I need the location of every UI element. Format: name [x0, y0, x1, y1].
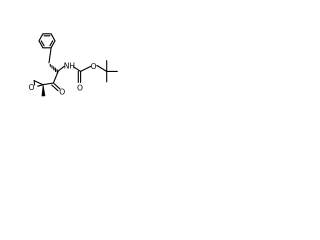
- carbamate-ester-oxygen-label: O: [91, 62, 97, 71]
- bond-ketone-c-to-epoxide-c: [42, 82, 54, 86]
- bond-nh-to-carbamate-c: [72, 66, 82, 72]
- bond-ester-o-to-tert-c: [96, 64, 108, 72]
- nh-label: NH: [64, 61, 75, 70]
- hashed-wedge-ch2-to-alpha-c: [49, 63, 58, 74]
- wedge-epoxide-methyl: [41, 84, 46, 97]
- ketone-double-bond-second: [51, 84, 59, 92]
- molecule-structure: NH O O O O: [29, 33, 118, 97]
- bond-alpha-c-to-nh: [57, 65, 65, 72]
- benzene-ring: [38, 33, 56, 49]
- benzene-double-bond: [49, 40, 54, 47]
- carbamate-carbonyl-oxygen-label: O: [77, 84, 83, 93]
- ketone-oxygen-label: O: [59, 87, 65, 96]
- bond-carbamate-c-to-ester-o: [80, 65, 92, 72]
- bond-alpha-c-to-ketone-c: [52, 70, 59, 84]
- ketone-double-bond-main: [52, 82, 61, 90]
- epoxide-oxygen-label: O: [29, 83, 35, 92]
- benzyl-bond-ring-to-ch2: [48, 47, 52, 64]
- benzene-double-bond: [40, 40, 45, 47]
- epoxide-ring: [33, 80, 44, 87]
